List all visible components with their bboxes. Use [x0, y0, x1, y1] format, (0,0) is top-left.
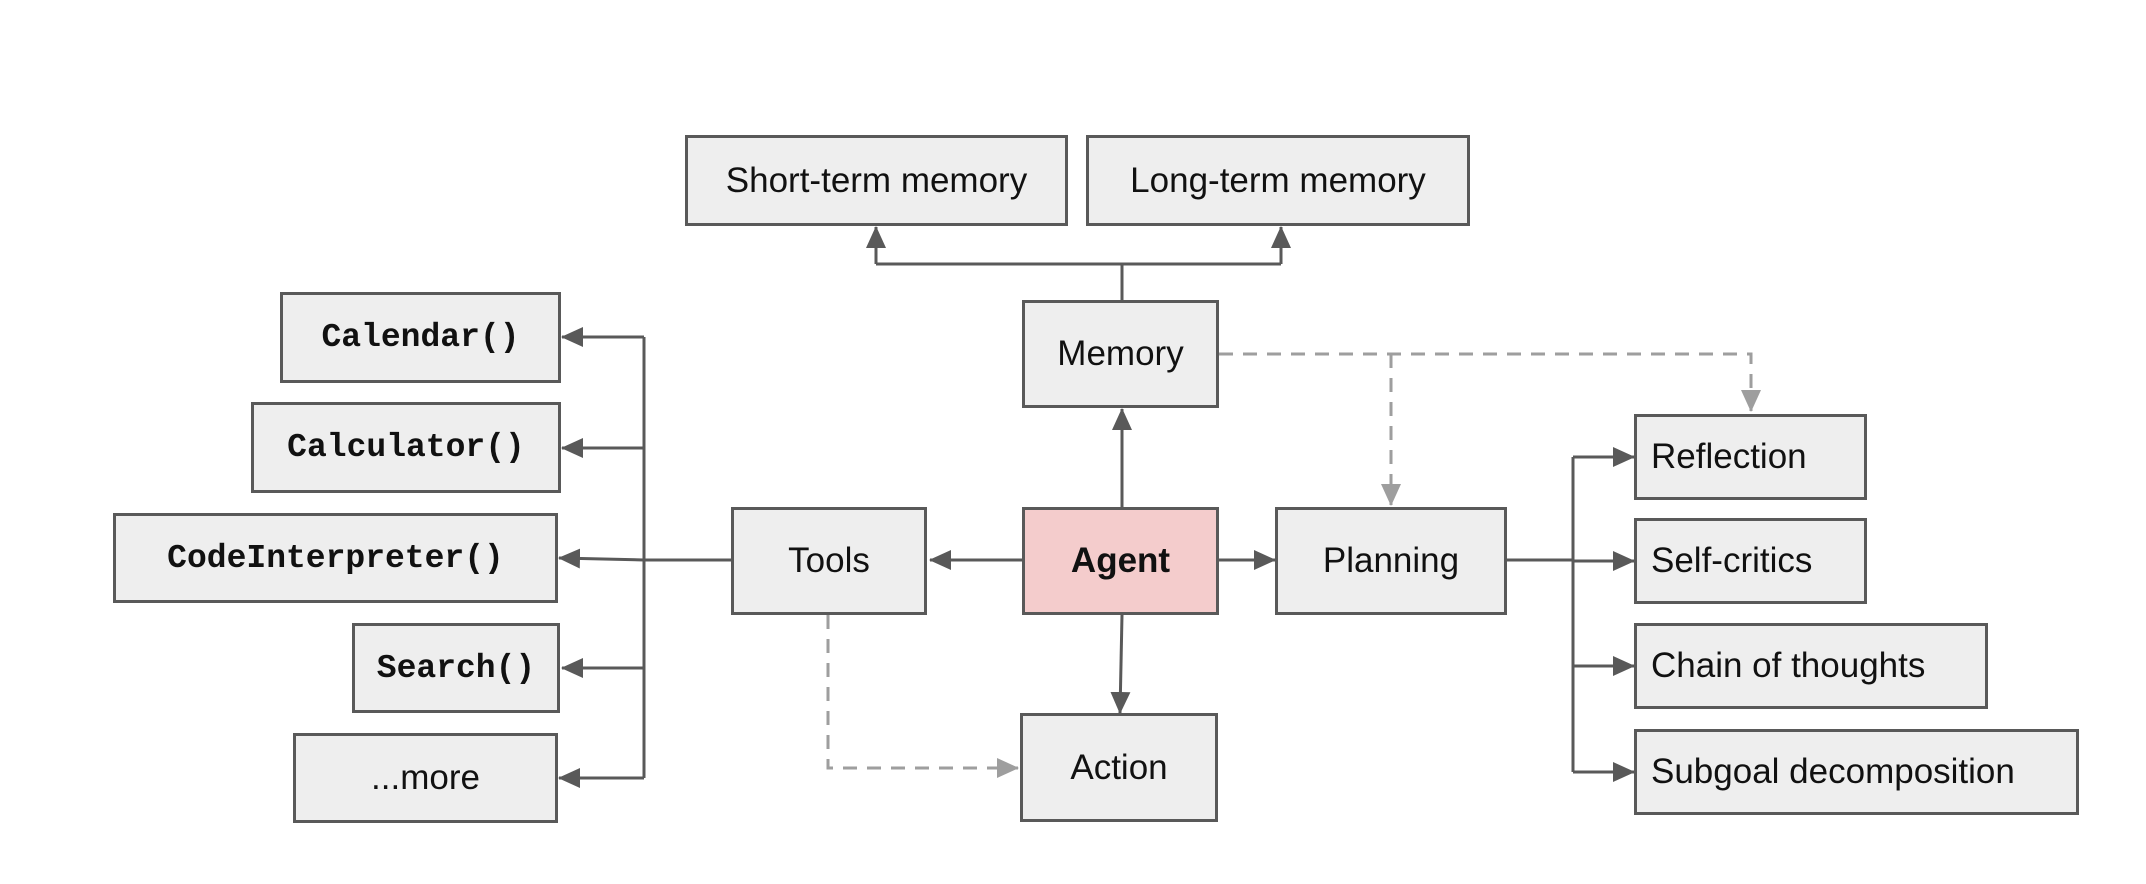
agent-box: Agent	[1022, 507, 1219, 615]
memory-box: Memory	[1022, 300, 1219, 408]
action-box: Action	[1020, 713, 1218, 822]
search-box: Search()	[352, 623, 560, 713]
code-interpreter-box: CodeInterpreter()	[113, 513, 558, 603]
planning-box: Planning	[1275, 507, 1507, 615]
subgoal-decomposition-box: Subgoal decomposition	[1634, 729, 2079, 815]
tools-to-tool-list-arrows	[558, 327, 731, 788]
reflection-box: Reflection	[1634, 414, 1867, 500]
chain-of-thoughts-box: Chain of thoughts	[1634, 623, 1988, 709]
more-box: ...more	[293, 733, 558, 823]
self-critics-box: Self-critics	[1634, 518, 1867, 604]
tools-box: Tools	[731, 507, 927, 615]
long-term-memory-box: Long-term memory	[1086, 135, 1470, 226]
memory-to-memory-types-arrows	[866, 226, 1291, 300]
dashed-arrows	[826, 352, 1761, 778]
agent-arrows	[929, 408, 1276, 714]
calculator-box: Calculator()	[251, 402, 561, 493]
calendar-box: Calendar()	[280, 292, 561, 383]
short-term-memory-box: Short-term memory	[685, 135, 1068, 226]
planning-to-planning-list-arrows	[1507, 447, 1635, 782]
